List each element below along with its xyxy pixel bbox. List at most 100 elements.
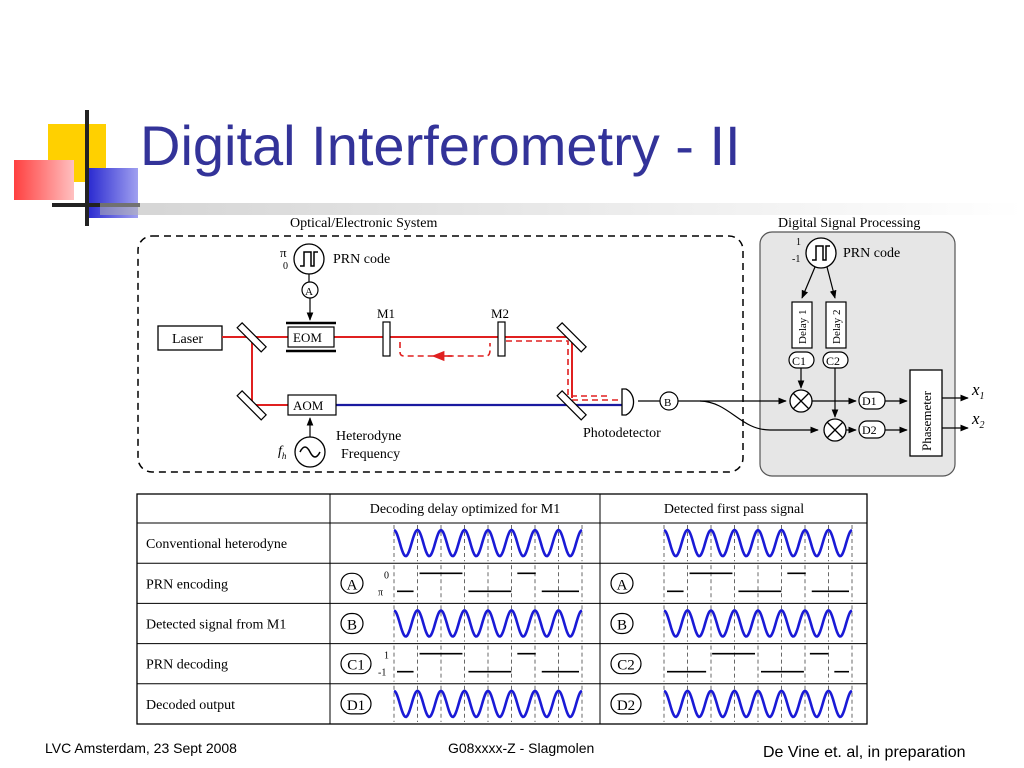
dsp-prn-generator (805, 237, 837, 269)
dsp-box (759, 231, 956, 477)
decor-horizontal-line (52, 203, 140, 207)
photodetector (621, 388, 635, 416)
x1-output-label: x1 (971, 380, 985, 402)
prn-level-high-label: 0 (384, 570, 389, 581)
phasemeter-label: Phasemeter (919, 390, 934, 451)
row-tag-label: C1 (347, 658, 365, 674)
prn-square-pulse (300, 251, 318, 267)
signal-table: Decoding delay optimized for M1 Detected… (136, 493, 868, 725)
row-tag-badge (340, 693, 372, 715)
red-return-path (399, 342, 491, 357)
sine-symbol (299, 446, 321, 458)
d1-label: D1 (862, 394, 877, 408)
table-border (136, 493, 868, 725)
signal-waveform (393, 689, 583, 719)
aom-box (287, 394, 337, 416)
node-b-label: B (664, 397, 671, 409)
dsp-minus-one-label: -1 (792, 254, 800, 265)
pi-label: π (280, 245, 287, 260)
delay1-box (791, 301, 813, 349)
eom-box (287, 326, 335, 348)
signal-waveform (393, 528, 583, 558)
node-a-label: A (305, 286, 313, 298)
mirror-m2 (497, 321, 506, 357)
eom-label: EOM (293, 330, 322, 345)
decor-vertical-line (85, 110, 89, 226)
table-row-label: PRN encoding (146, 577, 228, 592)
footer-center: G08xxxx-Z - Slagmolen (448, 740, 595, 756)
mixer2-cross (826, 421, 844, 439)
signal-waveform (663, 528, 853, 558)
c2-label: C2 (826, 354, 840, 368)
zero-label: 0 (283, 261, 288, 272)
table-row-label: PRN decoding (146, 658, 228, 673)
mirror-top-right (556, 322, 587, 353)
title-underline (100, 203, 1024, 215)
table-col1-header: Decoding delay optimized for M1 (370, 502, 561, 517)
photodetector-label: Photodetector (583, 426, 661, 441)
dsp-section-label: Digital Signal Processing (778, 216, 920, 231)
dsp-prn-pulse (812, 245, 830, 261)
row-tag-badge (610, 693, 642, 715)
row-tag-label: D2 (617, 698, 635, 714)
dsp-prn-code-label: PRN code (843, 246, 900, 261)
prn-level-low-label: π (378, 587, 383, 598)
row-tag-badge (340, 612, 364, 635)
row-tag-badge (610, 572, 634, 594)
aom-label: AOM (293, 398, 324, 413)
table-col2-header: Detected first pass signal (664, 502, 804, 517)
citation: De Vine et. al, in preparation (763, 744, 966, 761)
heterodyne-label-2: Frequency (341, 447, 400, 462)
optical-system-box (137, 235, 744, 473)
mirror-m1 (382, 321, 391, 357)
optical-section-label: Optical/Electronic System (290, 216, 437, 231)
signal-waveform (663, 689, 853, 719)
heterodyne-label-1: Heterodyne (336, 429, 401, 444)
laser-label: Laser (172, 332, 203, 347)
b-to-mixer2 (699, 400, 819, 434)
fh-label: fh (278, 444, 287, 461)
phasemeter-box (909, 369, 943, 457)
corner-decoration (0, 0, 140, 230)
signal-waveform (663, 609, 853, 638)
m1-label: M1 (377, 306, 395, 321)
row-tag-badge (610, 612, 634, 635)
table-row-label: Conventional heterodyne (146, 537, 287, 552)
prn-to-delay2 (826, 266, 837, 299)
row-tag-label: B (617, 618, 627, 634)
table-row-label: Detected signal from M1 (146, 618, 286, 633)
prn-generator-symbol (293, 243, 325, 275)
row-tag-label: A (347, 577, 358, 593)
row-tag-label: C2 (617, 658, 635, 674)
prn-to-delay1 (801, 266, 816, 299)
mixer1-cross (792, 392, 810, 410)
prn-code-label: PRN code (333, 252, 390, 267)
row-tag-label: D1 (347, 698, 365, 714)
laser-box (157, 325, 223, 351)
footer-left: LVC Amsterdam, 23 Sept 2008 (45, 740, 237, 756)
row-tag-label: A (617, 577, 628, 593)
beamsplitter-2 (556, 390, 587, 421)
decor-red-square (14, 160, 74, 200)
prn-level-low-label: -1 (378, 668, 386, 679)
mirror-bottom-left (236, 390, 267, 421)
x2-output-label: x2 (971, 409, 985, 431)
m2-label: M2 (491, 306, 509, 321)
beamsplitter-1 (236, 322, 267, 353)
d2-label: D2 (862, 423, 877, 437)
row-tag-label: B (347, 618, 357, 634)
delay2-box (825, 301, 847, 349)
delay2-label: Delay 2 (831, 309, 843, 344)
red-dashed-far (506, 340, 610, 397)
row-tag-badge (340, 653, 372, 675)
dsp-one-label: 1 (796, 237, 801, 248)
row-tag-badge (340, 572, 364, 594)
signal-waveform (393, 609, 583, 638)
table-row-label: Decoded output (146, 698, 235, 713)
row-tag-badge (610, 653, 642, 675)
delay1-label: Delay 1 (797, 309, 809, 344)
c1-label: C1 (792, 354, 806, 368)
prn-level-high-label: 1 (384, 651, 389, 662)
